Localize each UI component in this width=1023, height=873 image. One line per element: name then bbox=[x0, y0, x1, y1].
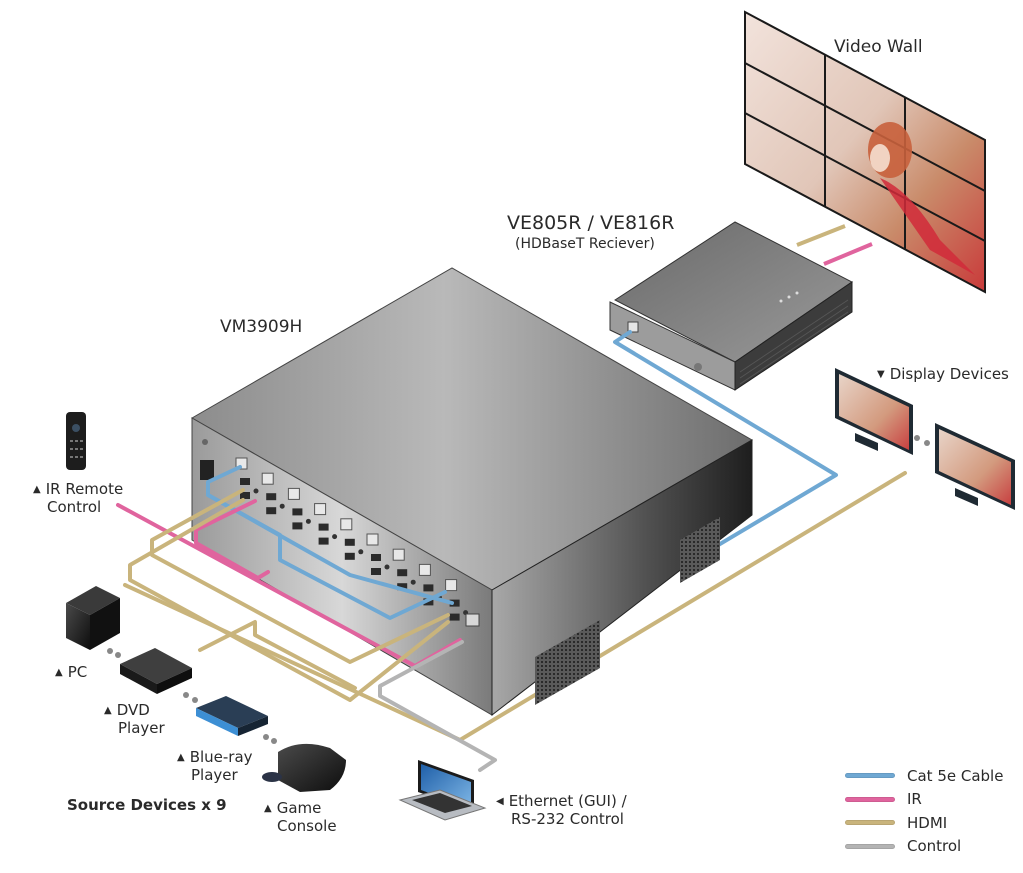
source-dvd-label-line2: Player bbox=[118, 719, 165, 737]
legend-swatch bbox=[845, 796, 895, 802]
rj45-port bbox=[261, 472, 274, 485]
rj45-port bbox=[392, 548, 405, 561]
hdmi-port bbox=[292, 508, 303, 516]
legend-swatch bbox=[845, 820, 895, 826]
rj45-port bbox=[287, 487, 300, 500]
hdmi-port bbox=[266, 493, 277, 501]
hdmi-cable-2 bbox=[128, 498, 450, 702]
rj45-port bbox=[445, 579, 458, 592]
hdmi-port bbox=[371, 554, 381, 561]
control-label-line2: RS-232 Control bbox=[511, 810, 624, 828]
hdmi-port bbox=[240, 478, 250, 485]
receiver-to-wall-cables bbox=[796, 224, 873, 266]
cat5e-cable-loop bbox=[206, 493, 447, 620]
triangle-down-icon: ▼ bbox=[877, 369, 885, 380]
rj45-port bbox=[418, 563, 431, 576]
ir-port bbox=[410, 579, 416, 585]
hdmi-port bbox=[318, 537, 329, 545]
receiver-model-label: VE805R / VE816R bbox=[507, 212, 675, 234]
source-devices-heading: Source Devices x 9 bbox=[67, 796, 227, 814]
hdmi-port bbox=[397, 569, 408, 577]
rj45-port bbox=[235, 457, 248, 470]
hdmi-cable-3 bbox=[198, 620, 357, 690]
video-wall-label: Video Wall bbox=[834, 37, 923, 57]
source-game-console-label-line2: Console bbox=[277, 817, 337, 835]
display-monitor-1 bbox=[835, 368, 913, 455]
rj45-port bbox=[340, 518, 353, 531]
ir-port bbox=[358, 549, 364, 555]
ir-remote-label: ▲IR Remote bbox=[33, 480, 124, 498]
pc-icon bbox=[66, 586, 120, 650]
display-monitor-2 bbox=[935, 423, 1015, 510]
hdbaset-receiver bbox=[609, 221, 853, 391]
game-console-icon bbox=[262, 743, 346, 792]
hdmi-port bbox=[318, 523, 329, 531]
ir-port bbox=[332, 534, 338, 540]
ir-remote-label-line2: Control bbox=[47, 498, 102, 516]
ir-port bbox=[253, 488, 259, 494]
rs232-port bbox=[465, 613, 480, 627]
legend-item-ir: IR bbox=[845, 788, 1003, 812]
legend-item-control: Control bbox=[845, 835, 1003, 859]
cable-legend: Cat 5e Cable IR HDMI Control bbox=[845, 764, 1003, 858]
source-bluray-label: ▲Blue-ray bbox=[177, 748, 253, 766]
hdmi-cable-1 bbox=[150, 488, 450, 664]
hdmi-port bbox=[397, 583, 408, 591]
source-pc-label: ▲PC bbox=[55, 663, 88, 681]
ir-remote-icon bbox=[66, 412, 86, 470]
hdmi-port bbox=[371, 568, 381, 575]
io-ports bbox=[235, 457, 480, 627]
hdmi-port bbox=[449, 599, 460, 607]
triangle-up-icon: ▲ bbox=[264, 803, 272, 814]
hdmi-port bbox=[344, 552, 355, 560]
ir-port bbox=[305, 518, 311, 524]
legend-item-cat5e: Cat 5e Cable bbox=[845, 764, 1003, 788]
vm3909h-matrix bbox=[190, 267, 754, 717]
triangle-up-icon: ▲ bbox=[33, 484, 41, 495]
hdmi-port bbox=[344, 538, 355, 546]
ir-port bbox=[384, 564, 390, 570]
rj45-port bbox=[627, 321, 639, 333]
ir-cable-loop bbox=[194, 499, 270, 580]
video-wall bbox=[744, 10, 986, 294]
triangle-left-icon: ◀ bbox=[496, 796, 504, 807]
hdmi-port bbox=[423, 584, 434, 592]
legend-swatch bbox=[845, 773, 895, 779]
blu-ray-player-icon bbox=[196, 696, 268, 736]
rj45-port bbox=[314, 503, 327, 516]
legend-item-hdmi: HDMI bbox=[845, 811, 1003, 835]
display-devices-label: ▼Display Devices bbox=[877, 365, 1009, 383]
hdmi-port bbox=[292, 522, 303, 530]
hdmi-port bbox=[266, 507, 277, 515]
main-device-label: VM3909H bbox=[220, 317, 303, 337]
source-bluray-label-line2: Player bbox=[191, 766, 238, 784]
triangle-up-icon: ▲ bbox=[55, 667, 63, 678]
hdmi-port bbox=[449, 613, 460, 621]
dvd-player-icon bbox=[120, 648, 192, 694]
triangle-up-icon: ▲ bbox=[177, 752, 185, 763]
triangle-up-icon: ▲ bbox=[104, 705, 112, 716]
control-label: ◀Ethernet (GUI) / bbox=[496, 792, 627, 810]
hdmi-port bbox=[240, 492, 250, 499]
legend-swatch bbox=[845, 843, 895, 849]
receiver-subtitle-label: (HDBaseT Reciever) bbox=[515, 236, 655, 252]
source-game-console-label: ▲Game bbox=[264, 799, 322, 817]
laptop-icon bbox=[398, 760, 487, 821]
rj45-port bbox=[366, 533, 379, 546]
ir-port bbox=[279, 503, 285, 509]
control-cable bbox=[378, 640, 497, 772]
source-dvd-label: ▲DVD bbox=[104, 701, 150, 719]
